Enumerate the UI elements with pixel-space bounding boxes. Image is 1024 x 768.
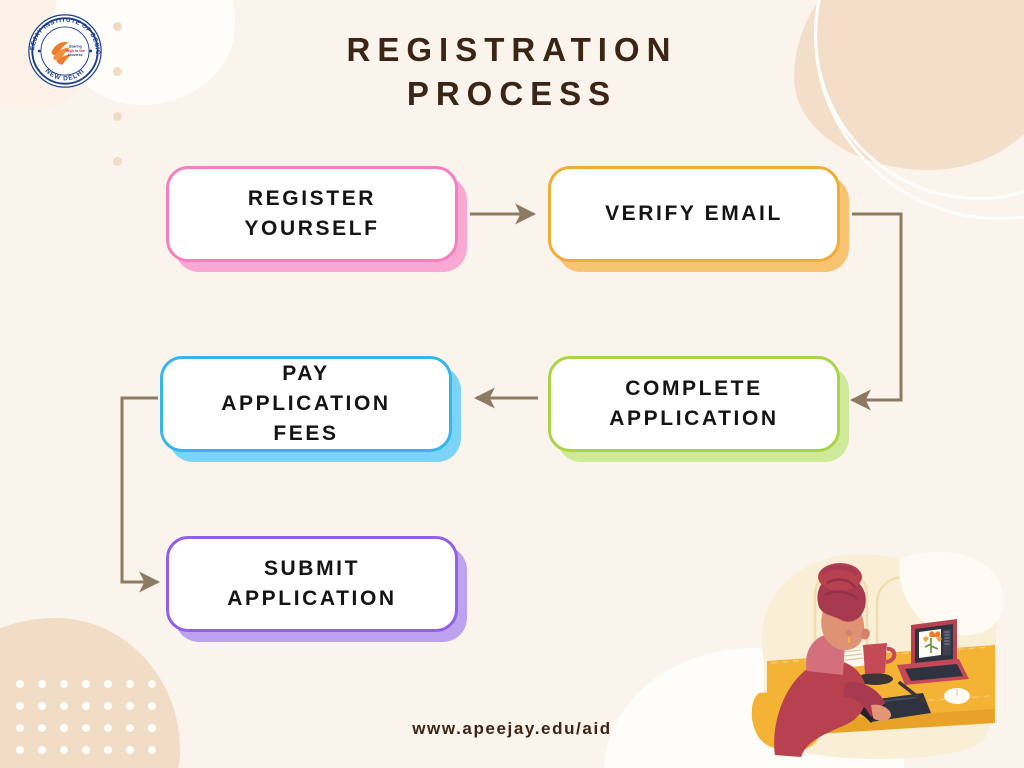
step-submit-label: SUBMIT APPLICATION (227, 557, 397, 610)
wall-highlight (899, 551, 1004, 636)
svg-text:Soaring: Soaring (69, 45, 82, 49)
woman-nose (861, 628, 870, 640)
page-title: REGISTRATION PROCESS (0, 28, 1024, 116)
laptop-keyboard (905, 664, 963, 681)
laptop (897, 619, 969, 685)
step-verify-label: VERIFY EMAIL (605, 202, 783, 226)
step-verify-email[interactable]: VERIFY EMAIL (548, 166, 840, 262)
title-line-2: PROCESS (406, 74, 618, 112)
connector-pay-to-submit (120, 396, 161, 593)
laptop-flower-artwork (923, 631, 942, 653)
connector-verify-to-complete (849, 212, 903, 411)
decorative-dot-column (113, 22, 122, 202)
step-submit-application[interactable]: SUBMIT APPLICATION (166, 536, 458, 632)
decorative-dot-grid (16, 680, 156, 754)
step-register-label: REGISTER YOURSELF (244, 187, 380, 240)
logo-bird-icon (51, 41, 72, 65)
svg-text:Universe: Universe (68, 53, 83, 57)
woman-ear (845, 629, 853, 637)
woman-working-at-desk-illustration (745, 533, 1005, 761)
laptop-toolbar (943, 629, 951, 656)
step-register-yourself[interactable]: REGISTER YOURSELF (166, 166, 458, 262)
step-complete-application[interactable]: COMPLETE APPLICATION (548, 356, 840, 452)
step-complete-label: COMPLETE APPLICATION (609, 377, 779, 430)
title-line-1: REGISTRATION (346, 31, 678, 68)
svg-text:High in the: High in the (66, 49, 85, 53)
step-pay-label: PAY APPLICATION FEES (221, 362, 391, 445)
website-url[interactable]: www.apeejay.edu/aid (412, 719, 612, 738)
step-pay-application-fees[interactable]: PAY APPLICATION FEES (160, 356, 452, 452)
